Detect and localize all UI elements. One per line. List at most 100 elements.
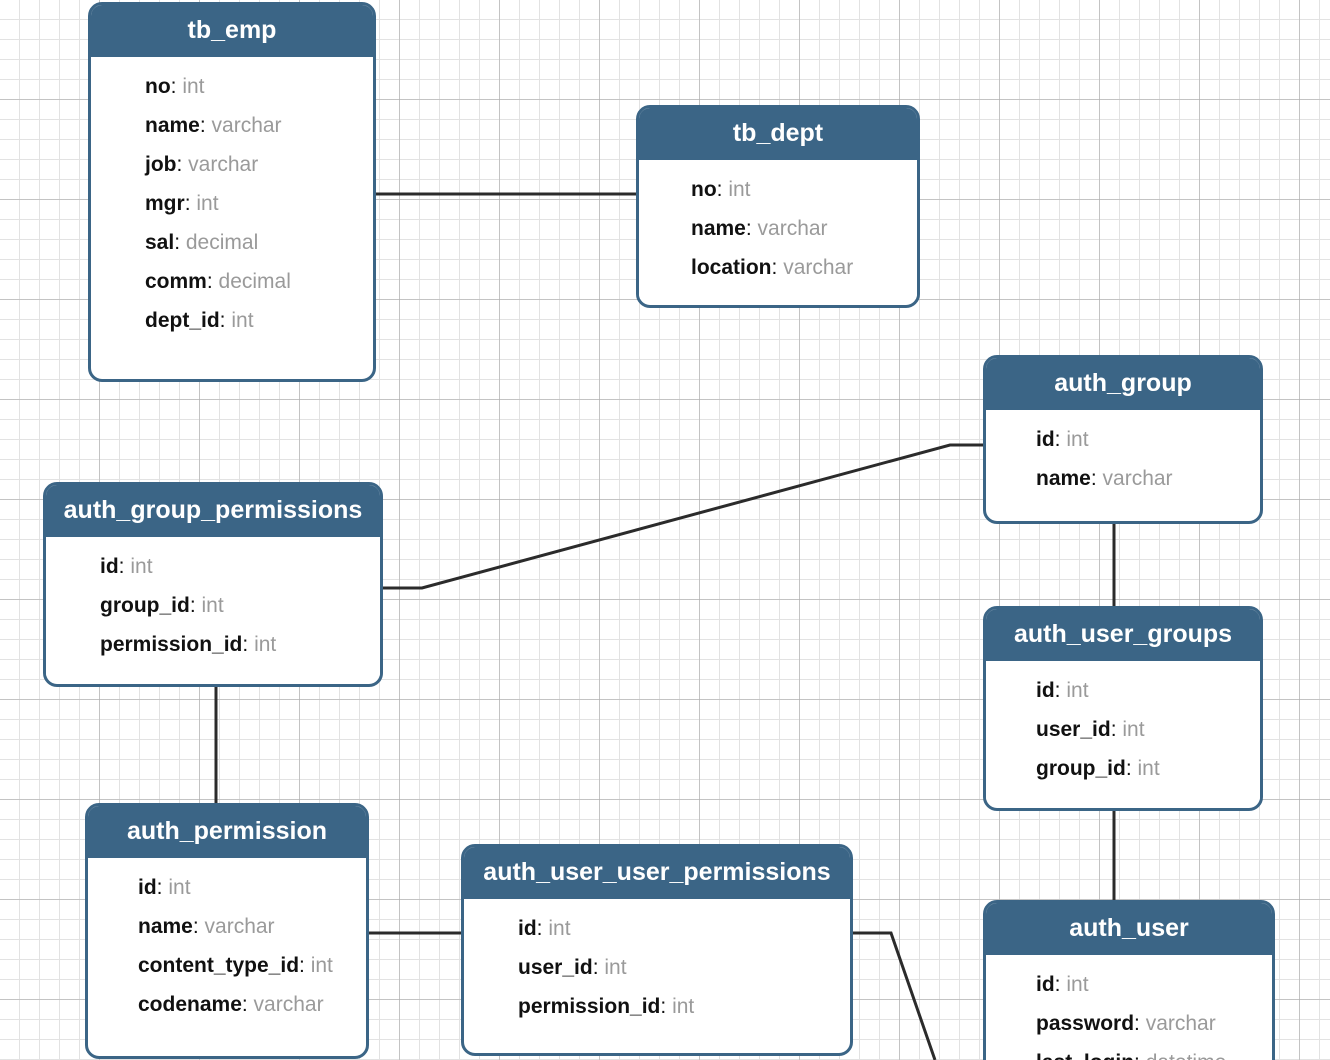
field-type: int: [231, 309, 254, 332]
field-row[interactable]: group_id: int: [986, 749, 1260, 788]
field-row[interactable]: mgr: int: [91, 184, 373, 223]
field-row[interactable]: user_id: int: [986, 710, 1260, 749]
field-name: comm: [145, 270, 207, 293]
field-row[interactable]: job: varchar: [91, 145, 373, 184]
field-separator: :: [199, 114, 212, 137]
field-name: no: [691, 178, 717, 201]
entity-title-auth_permission: auth_permission: [88, 806, 366, 858]
field-separator: :: [174, 231, 186, 254]
entity-title-tb_dept: tb_dept: [639, 108, 917, 160]
field-row[interactable]: no: int: [91, 67, 373, 106]
field-row[interactable]: user_id: int: [464, 948, 850, 987]
entity-title-auth_user_user_permissions: auth_user_user_permissions: [464, 847, 850, 899]
field-name: password: [1036, 1012, 1135, 1035]
field-type: varchar: [211, 114, 282, 137]
field-name: last_login: [1036, 1051, 1134, 1060]
field-separator: :: [206, 270, 219, 293]
field-type: int: [201, 594, 224, 617]
field-row[interactable]: name: varchar: [91, 106, 373, 145]
field-type: varchar: [783, 256, 854, 279]
field-name: id: [1036, 973, 1055, 996]
field-separator: :: [1125, 757, 1138, 780]
field-row[interactable]: id: int: [464, 909, 850, 948]
field-name: group_id: [100, 594, 190, 617]
field-row[interactable]: permission_id: int: [464, 987, 850, 1026]
field-type: varchar: [757, 217, 828, 240]
field-name: name: [1036, 467, 1091, 490]
field-separator: :: [184, 192, 197, 215]
field-type: int: [1066, 428, 1089, 451]
field-name: dept_id: [145, 309, 220, 332]
field-row[interactable]: name: varchar: [986, 459, 1260, 498]
field-name: mgr: [145, 192, 185, 215]
entity-title-auth_user_groups: auth_user_groups: [986, 609, 1260, 661]
field-row[interactable]: comm: decimal: [91, 262, 373, 301]
field-row[interactable]: id: int: [88, 868, 366, 907]
field-row[interactable]: group_id: int: [46, 586, 380, 625]
field-row[interactable]: sal: decimal: [91, 223, 373, 262]
field-name: group_id: [1036, 757, 1126, 780]
field-type: int: [254, 633, 277, 656]
field-type: int: [182, 75, 205, 98]
field-row[interactable]: codename: varchar: [88, 985, 366, 1024]
field-name: name: [145, 114, 200, 137]
field-row[interactable]: no: int: [639, 170, 917, 209]
field-name: codename: [138, 993, 242, 1016]
field-name: no: [145, 75, 171, 98]
field-row[interactable]: last_login: datetime: [986, 1043, 1272, 1060]
field-name: name: [138, 915, 193, 938]
field-name: sal: [145, 231, 175, 254]
field-type: int: [672, 995, 695, 1018]
field-row[interactable]: location: varchar: [639, 248, 917, 287]
field-row[interactable]: password: varchar: [986, 1004, 1272, 1043]
field-row[interactable]: id: int: [986, 420, 1260, 459]
field-separator: :: [1054, 973, 1067, 996]
field-name: id: [100, 555, 119, 578]
field-type: int: [728, 178, 751, 201]
field-row[interactable]: id: int: [986, 965, 1272, 1004]
field-type: int: [1122, 718, 1145, 741]
field-separator: :: [745, 217, 758, 240]
field-type: datetime: [1146, 1051, 1227, 1060]
field-row[interactable]: permission_id: int: [46, 625, 380, 664]
field-row[interactable]: content_type_id: int: [88, 946, 366, 985]
field-type: int: [168, 876, 191, 899]
field-separator: :: [219, 309, 232, 332]
field-separator: :: [1054, 679, 1067, 702]
field-separator: :: [536, 917, 549, 940]
link-auth_group_permissions-auth_group[interactable]: [383, 443, 983, 590]
field-row[interactable]: name: varchar: [639, 209, 917, 248]
field-separator: :: [1054, 428, 1067, 451]
field-separator: :: [176, 153, 189, 176]
field-row[interactable]: id: int: [46, 547, 380, 586]
field-name: user_id: [1036, 718, 1111, 741]
field-separator: :: [1134, 1051, 1146, 1060]
field-type: varchar: [1102, 467, 1173, 490]
field-separator: :: [716, 178, 729, 201]
field-separator: :: [170, 75, 183, 98]
field-type: int: [548, 917, 571, 940]
field-separator: :: [156, 876, 169, 899]
field-separator: :: [660, 995, 673, 1018]
field-row[interactable]: dept_id: int: [91, 301, 373, 340]
field-row[interactable]: id: int: [986, 671, 1260, 710]
link-auth_user_user_permissions-offscreen[interactable]: [853, 931, 937, 1060]
field-row[interactable]: name: varchar: [88, 907, 366, 946]
field-separator: :: [189, 594, 202, 617]
field-type: int: [1066, 973, 1089, 996]
field-name: user_id: [518, 956, 593, 979]
